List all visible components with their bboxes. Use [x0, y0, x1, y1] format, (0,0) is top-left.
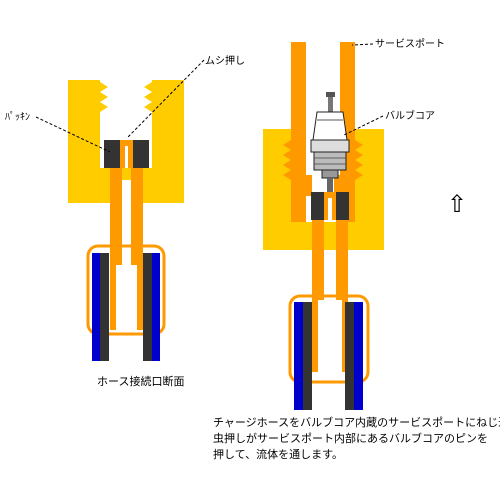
- leader-core-pusher: [126, 59, 205, 139]
- service-packing-left: [311, 192, 324, 220]
- service-hose-right-inner: [345, 302, 354, 410]
- service-hose-left-outer: [294, 302, 303, 410]
- hose-wall-left-inner: [100, 253, 109, 361]
- label-core-pusher: ムシ押し: [205, 54, 245, 67]
- service-hose-left-inner: [303, 302, 312, 410]
- hose-sleeve: [86, 244, 166, 336]
- up-arrow-icon: ⇧: [447, 190, 467, 218]
- leader-valve-core: [343, 115, 384, 136]
- packing-left: [104, 140, 120, 168]
- service-core-pusher: [324, 192, 336, 220]
- description-line-2: 虫押しがサービスポート内部にあるバルブコアのピンを: [213, 431, 488, 445]
- service-packing-right: [336, 192, 349, 220]
- service-hose-right-outer: [354, 302, 363, 410]
- packing-right: [133, 140, 149, 168]
- hose-wall-left-outer: [92, 253, 100, 361]
- description-line-3: 押して、流体を通します。: [213, 447, 343, 461]
- left-thread-teeth: [100, 82, 108, 112]
- service-port-assembly: [263, 42, 384, 410]
- service-thread-left: [283, 140, 291, 180]
- hose-wall-right-inner: [143, 253, 152, 361]
- service-thread-right: [355, 140, 363, 180]
- leader-packing: [35, 116, 111, 153]
- core-pusher: [120, 140, 133, 168]
- service-port-left-wall: [291, 42, 312, 222]
- valve-core: [310, 92, 350, 192]
- hose-nut-body: [68, 80, 184, 203]
- label-valve-core: バルブコア: [385, 109, 435, 122]
- description: チャージホースをバルブコア内蔵のサービスポートにねじ込む事で 虫押しがサービスポ…: [213, 415, 500, 461]
- hose-connector-section: [68, 80, 184, 361]
- hose-tube-left-wall: [110, 168, 122, 330]
- caption-hose-section: ホース接続口断面: [97, 374, 184, 388]
- hose-tube-right-wall: [131, 168, 143, 330]
- service-hose-sleeve: [288, 294, 370, 384]
- hose-wall-right-outer: [152, 253, 160, 361]
- label-service-port: サービスポート: [375, 38, 445, 50]
- description-line-1: チャージホースをバルブコア内蔵のサービスポートにねじ込む事で: [213, 415, 500, 429]
- right-thread-teeth: [144, 82, 152, 112]
- label-packing: ﾊﾟｯｷﾝ: [5, 111, 30, 123]
- leader-service-port: [351, 43, 374, 46]
